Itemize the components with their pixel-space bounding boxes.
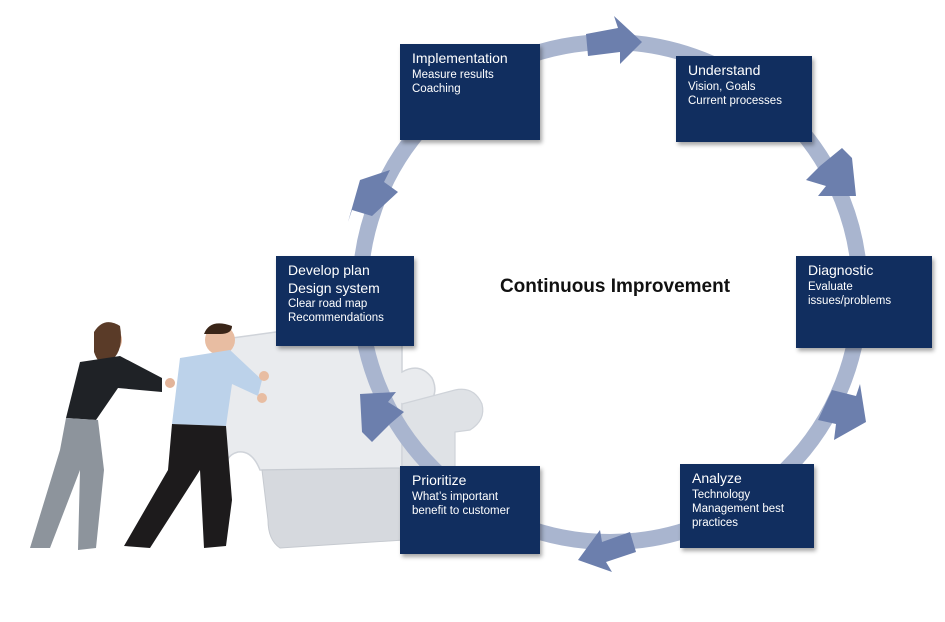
step-line: practices <box>692 517 739 530</box>
step-line: Measure results <box>412 68 494 81</box>
arrow-develop-to-implementation <box>348 170 398 222</box>
step-title: Understand <box>688 62 761 78</box>
step-line: Vision, Goals <box>688 80 756 93</box>
step-line: issues/problems <box>808 294 892 307</box>
step-line: Clear road map <box>288 298 368 310</box>
step-title: Diagnostic <box>808 262 874 278</box>
step-box-diagnostic: Diagnostic Evaluate issues/problems <box>796 256 932 348</box>
step-line: Recommendations <box>288 312 384 325</box>
step-title: Develop plan <box>288 262 370 278</box>
step-line: Technology <box>692 488 751 501</box>
step-box-implementation: Implementation Measure results Coaching <box>400 44 540 140</box>
step-line: What’s important <box>412 490 499 503</box>
step-line: Management best <box>692 502 785 515</box>
arrow-prioritize-to-develop <box>360 392 404 442</box>
step-line: Evaluate <box>808 280 853 293</box>
step-box-understand: Understand Vision, Goals Current process… <box>676 56 812 142</box>
step-subtitle: Design system <box>288 279 380 296</box>
step-box-analyze: Analyze Technology Management best pract… <box>680 464 814 548</box>
center-title: Continuous Improvement <box>499 276 731 297</box>
step-box-develop-plan: Develop plan Design system Clear road ma… <box>276 256 414 346</box>
people-pushing-illustration <box>30 322 269 550</box>
step-title: Analyze <box>692 470 742 486</box>
step-line: Current processes <box>688 94 782 107</box>
cycle-arrows <box>348 16 866 572</box>
arrow-implementation-to-understand <box>586 16 642 64</box>
arrow-understand-to-diagnostic <box>806 148 856 196</box>
step-title: Prioritize <box>412 472 467 488</box>
step-line: benefit to customer <box>412 504 510 517</box>
arrow-analyze-to-prioritize <box>578 530 636 572</box>
step-title: Implementation <box>412 50 508 66</box>
arrow-diagnostic-to-analyze <box>818 384 866 440</box>
step-box-prioritize: Prioritize What’s important benefit to c… <box>400 466 540 554</box>
step-line: Coaching <box>412 82 461 95</box>
